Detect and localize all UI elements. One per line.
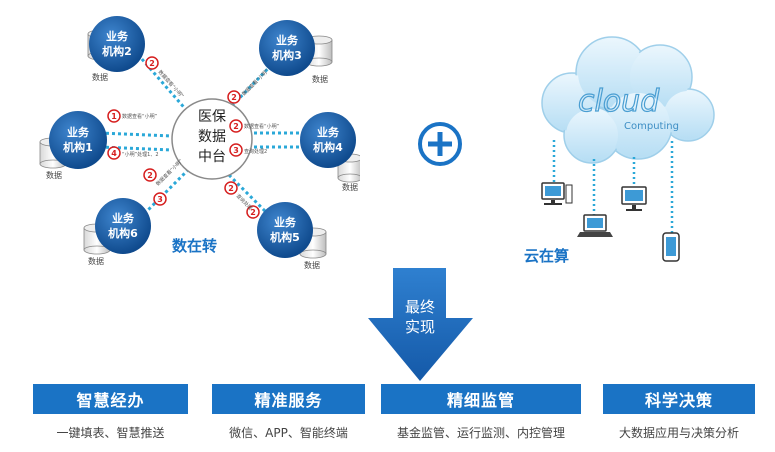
svg-text:业务: 业务 [276, 33, 299, 47]
svg-text:2: 2 [233, 122, 239, 131]
node-institution-3: 业务 机构3 [259, 20, 315, 76]
step-badge: 2 [143, 168, 157, 182]
arrow-line-1: 最终 [405, 298, 435, 316]
step-badge: 2 [224, 181, 238, 195]
banner-fine-supervision: 精细监管 [381, 384, 581, 414]
svg-text:业务: 业务 [106, 29, 129, 43]
db-label: 数据 [342, 182, 358, 192]
svg-text:2: 2 [228, 184, 234, 193]
svg-text:数据查看“小明”: 数据查看“小明” [157, 69, 186, 100]
cloud-links [552, 140, 674, 233]
hub-line-3: 中台 [198, 149, 226, 165]
step-badge: 1 [107, 109, 121, 123]
svg-text:“小明”处理1、2: “小明”处理1、2 [122, 151, 159, 158]
svg-text:机构3: 机构3 [272, 48, 302, 62]
monitor-icon [621, 186, 647, 211]
banner-desc-3: 基金监管、运行监测、内控管理 [396, 426, 565, 440]
step-badge: 2 [229, 119, 243, 133]
db-label: 数据 [92, 72, 108, 82]
hub-node: 医保 数据 中台 [171, 98, 253, 180]
cloud-subtitle: Computing [624, 121, 679, 132]
svg-text:2: 2 [147, 171, 153, 180]
svg-text:机构5: 机构5 [270, 230, 300, 244]
banner-precise-service: 精准服务 [212, 384, 365, 414]
step-badge: 3 [153, 192, 167, 206]
svg-text:查询处理2: 查询处理2 [244, 148, 267, 155]
banner-smart-handling: 智慧经办 [33, 384, 188, 414]
phone-icon [662, 232, 680, 262]
laptop-icon [577, 214, 613, 237]
step-badge: 2 [227, 90, 241, 104]
down-arrow: 最终 实现 [368, 268, 473, 381]
banner-desc-2: 微信、APP、智能终端 [229, 426, 348, 440]
right-caption: 云在算 [524, 247, 570, 265]
svg-text:1: 1 [111, 112, 117, 121]
db-label: 数据 [304, 260, 320, 270]
step-badge: 3 [229, 143, 243, 157]
svg-text:业务: 业务 [317, 125, 340, 139]
svg-text:数据查看“小明”: 数据查看“小明” [240, 67, 270, 97]
desktop-icon [541, 182, 573, 205]
db-label: 数据 [88, 256, 104, 266]
node-institution-2: 业务 机构2 [89, 16, 145, 72]
step-badges: 2 2 1 2 4 3 2 2 3 2 [107, 56, 260, 219]
cloud-diagram: cloud Computing [541, 36, 715, 262]
svg-text:业务: 业务 [67, 125, 90, 139]
hub-line-1: 医保 [198, 109, 226, 125]
db-label: 数据 [312, 74, 328, 84]
svg-text:数据查看“小明”: 数据查看“小明” [122, 113, 158, 120]
step-badge: 4 [107, 146, 121, 160]
svg-text:业务: 业务 [112, 211, 135, 225]
svg-text:2: 2 [250, 208, 256, 217]
node-institution-1: 业务 机构1 [49, 111, 107, 169]
svg-text:机构1: 机构1 [63, 140, 93, 154]
arrow-line-2: 实现 [405, 318, 435, 336]
node-institution-6: 业务 机构6 [95, 198, 151, 254]
svg-text:数据查看“小明”: 数据查看“小明” [244, 123, 280, 130]
banner-scientific-decision: 科学决策 [603, 384, 755, 414]
step-badge: 2 [145, 56, 159, 70]
cloud-word: cloud [578, 84, 660, 119]
network-diagram: 医保 数据 中台 数据 数据 数据 数据 数据 数据 业务 机构2 业务 机构3… [39, 16, 360, 270]
svg-text:机构6: 机构6 [108, 226, 138, 240]
left-caption: 数在转 [172, 237, 218, 255]
node-institution-4: 业务 机构4 [300, 112, 356, 168]
svg-text:查询处理: 查询处理 [235, 192, 254, 211]
svg-text:3: 3 [157, 195, 163, 204]
banner-desc-1: 一键填表、智慧推送 [56, 426, 165, 440]
db-label: 数据 [46, 170, 62, 180]
svg-text:2: 2 [149, 59, 155, 68]
svg-text:数据查看“小明”: 数据查看“小明” [154, 157, 184, 187]
banner-desc-4: 大数据应用与决策分析 [618, 426, 739, 440]
svg-text:3: 3 [233, 146, 239, 155]
hub-line-2: 数据 [198, 129, 226, 145]
svg-text:机构4: 机构4 [313, 140, 343, 154]
plus-icon [418, 122, 462, 166]
node-institution-5: 业务 机构5 [257, 202, 313, 258]
svg-text:业务: 业务 [274, 215, 297, 229]
svg-text:4: 4 [111, 149, 117, 158]
svg-text:2: 2 [231, 93, 237, 102]
step-badge: 2 [246, 205, 260, 219]
svg-text:机构2: 机构2 [102, 44, 132, 58]
